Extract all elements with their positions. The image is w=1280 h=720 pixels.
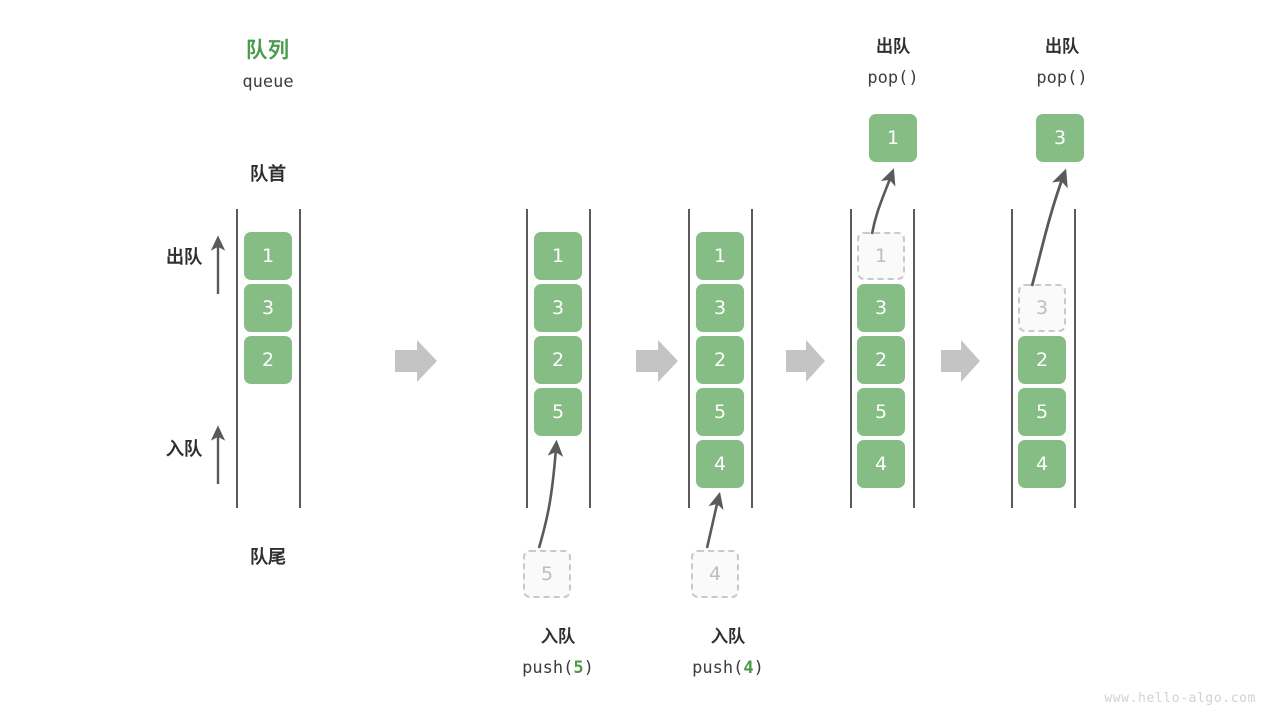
queue-cell: 4 [857,440,905,488]
queue-cell: 1 [534,232,582,280]
queue-cell: 2 [696,336,744,384]
queue-cell: 1 [696,232,744,280]
rail-left-col4 [850,209,852,508]
popped-element: 1 [869,114,917,162]
queue-cell: 5 [857,388,905,436]
pop-3-arrow [1030,168,1068,287]
rail-left-col2 [526,209,528,508]
push-prefix: push( [692,658,744,678]
enqueue-side-label: 入队 [166,439,202,460]
queue-cell: 4 [696,440,744,488]
rail-left-col5 [1011,209,1013,508]
site-watermark: www.hello-algo.com [1104,691,1256,706]
push-arg: 5 [573,658,584,678]
queue-tail-label: 队尾 [250,547,286,568]
rail-right-col1 [299,209,301,508]
enqueue-op-code: push(5) [488,658,628,678]
flow-arrow [395,340,437,382]
vacated-slot-ghost: 1 [857,232,905,280]
queue-cell: 3 [534,284,582,332]
queue-cell: 2 [244,336,292,384]
flow-arrow [636,340,678,382]
queue-title-cn: 队列 [246,38,290,62]
flow-arrow [941,340,980,382]
incoming-element-ghost: 4 [691,550,739,598]
flow-arrow [786,340,825,382]
push-suffix: ) [753,658,764,678]
dequeue-side-label: 出队 [166,247,202,268]
queue-cell: 2 [1018,336,1066,384]
queue-head-label: 队首 [250,164,286,185]
enqueue-op-code: push(4) [658,658,798,678]
queue-cell: 3 [696,284,744,332]
incoming-element-ghost: 5 [523,550,571,598]
queue-cell: 5 [534,388,582,436]
push-suffix: ) [583,658,594,678]
enqueue-op-label: 入队 [541,627,575,647]
queue-cell: 5 [696,388,744,436]
rail-left-col1 [236,209,238,508]
push-arg: 4 [743,658,754,678]
rail-right-col4 [913,209,915,508]
rail-right-col3 [751,209,753,508]
push-4-arrow [705,491,724,549]
enqueue-op-label: 入队 [711,627,745,647]
queue-cell: 4 [1018,440,1066,488]
push-prefix: push( [522,658,574,678]
rail-left-col3 [688,209,690,508]
popped-element: 3 [1036,114,1084,162]
dequeue-op-label: 出队 [876,37,910,57]
queue-cell: 1 [244,232,292,280]
dequeue-op-code: pop() [867,68,919,88]
rail-right-col5 [1074,209,1076,508]
queue-cell: 2 [857,336,905,384]
queue-cell: 3 [244,284,292,332]
queue-title-en: queue [242,72,294,92]
pop-1-arrow [870,168,896,235]
queue-cell: 5 [1018,388,1066,436]
queue-cell: 2 [534,336,582,384]
push-5-arrow [537,439,564,549]
rail-right-col2 [589,209,591,508]
queue-cell: 3 [857,284,905,332]
dequeue-op-label: 出队 [1045,37,1079,57]
vacated-slot-ghost: 3 [1018,284,1066,332]
dequeue-op-code: pop() [1036,68,1088,88]
